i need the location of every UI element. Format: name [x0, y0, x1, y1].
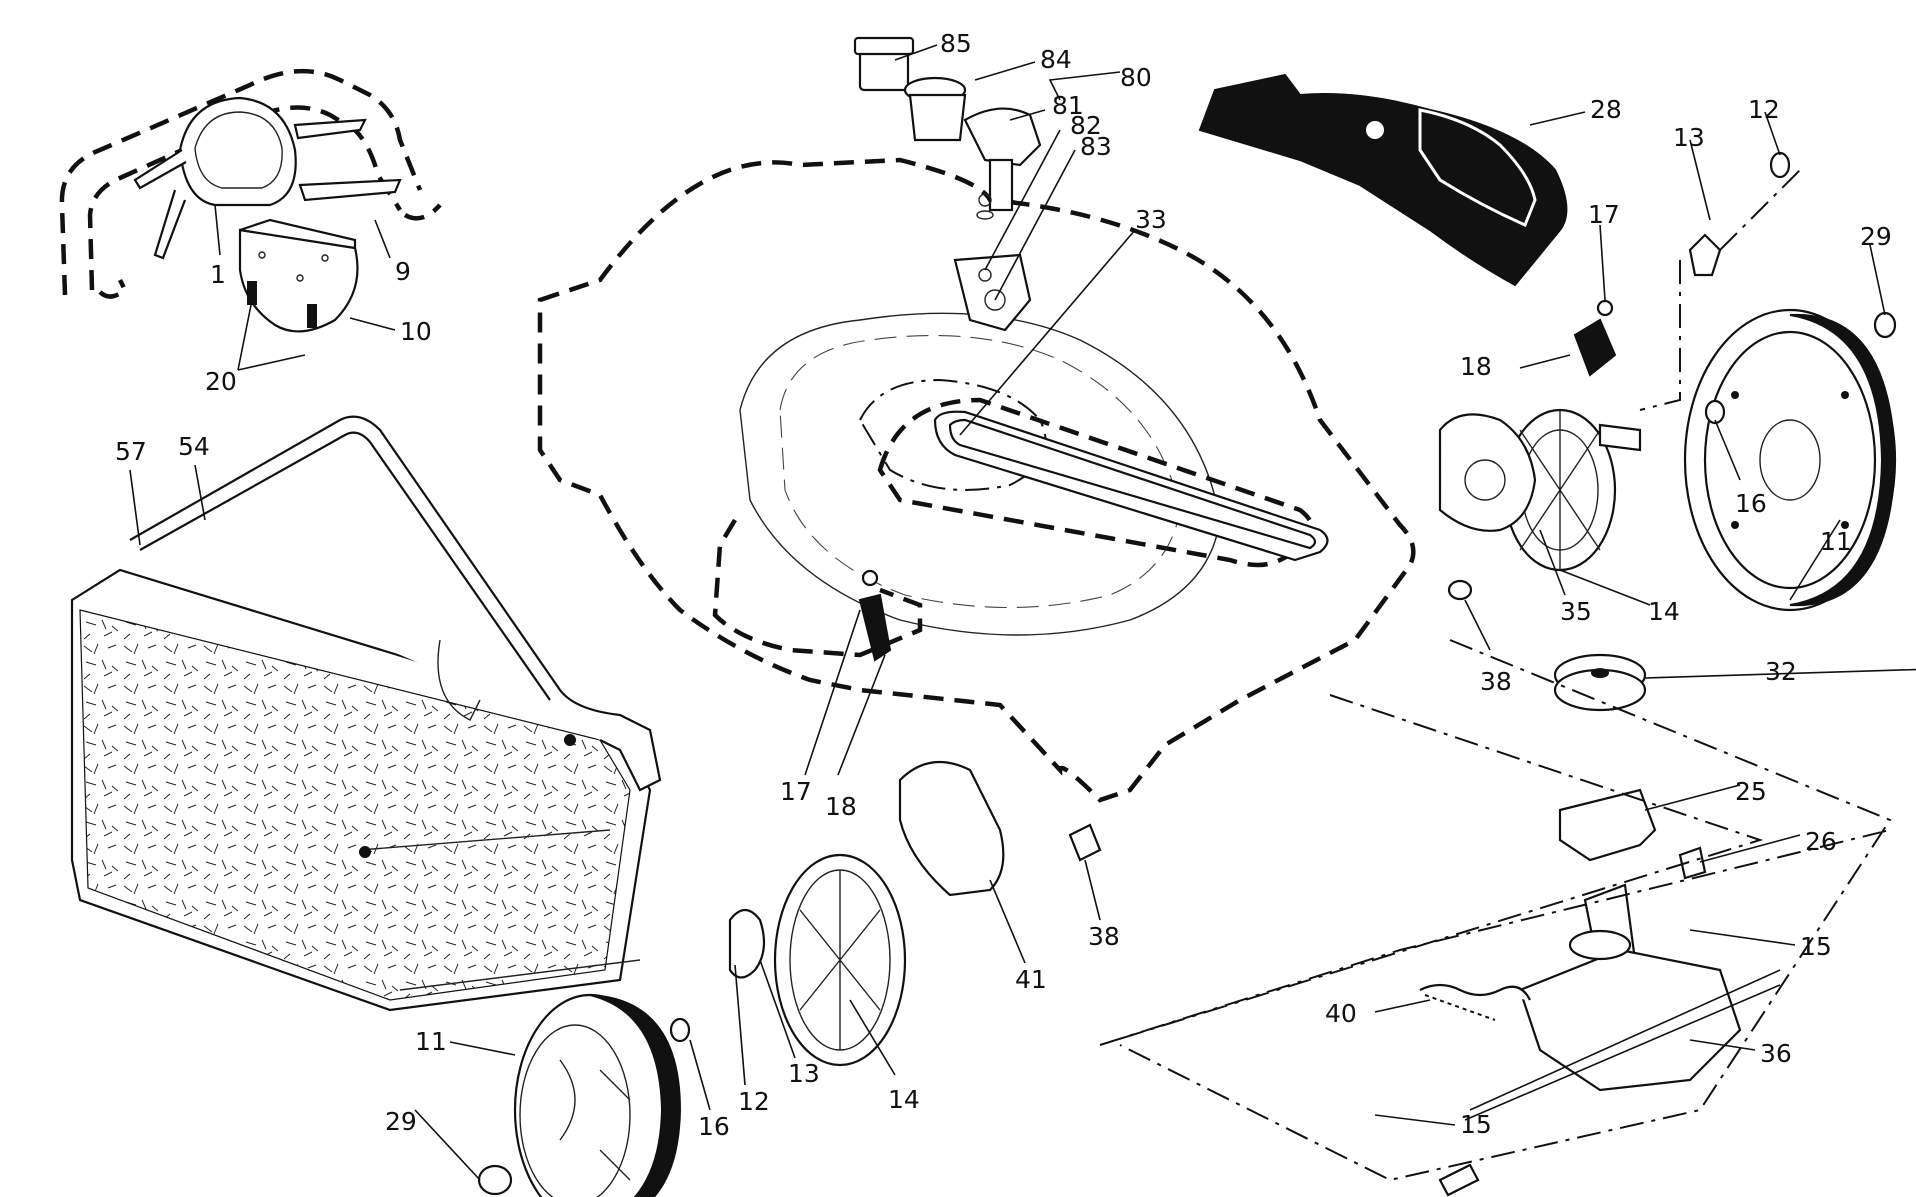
- label-16-right: 16: [1735, 489, 1767, 518]
- label-17-right: 17: [1588, 200, 1620, 229]
- label-15-left: 15: [1460, 1110, 1492, 1139]
- label-35: 35: [1560, 597, 1592, 626]
- label-33: 33: [1135, 205, 1167, 234]
- label-14-left: 14: [888, 1085, 920, 1114]
- label-85: 85: [940, 29, 972, 58]
- label-17-left: 17: [780, 777, 812, 806]
- label-18-right: 18: [1460, 352, 1492, 381]
- blade: [1198, 73, 1568, 287]
- label-20: 20: [205, 367, 237, 396]
- label-15-right: 15: [1800, 932, 1832, 961]
- label-26: 26: [1805, 827, 1837, 856]
- label-25: 25: [1735, 777, 1767, 806]
- label-14-right: 14: [1648, 597, 1680, 626]
- transmission-assembly: [1099, 639, 1892, 1197]
- label-84: 84: [1040, 45, 1072, 74]
- label-12-right: 12: [1748, 95, 1780, 124]
- label-16-left: 16: [698, 1112, 730, 1141]
- label-9: 9: [395, 257, 411, 286]
- grass-catcher: [70, 415, 662, 1012]
- handle-assembly: [59, 68, 442, 333]
- label-13-right: 13: [1673, 123, 1705, 152]
- mower-deck: [537, 157, 1416, 803]
- front-wheel-assembly: [477, 569, 1102, 1197]
- label-81: 81: [1052, 91, 1084, 120]
- label-38-right: 38: [1480, 667, 1512, 696]
- label-32: 32: [1765, 657, 1797, 686]
- label-10: 10: [400, 317, 432, 346]
- label-13-left: 13: [788, 1059, 820, 1088]
- blade-hardware: [853, 36, 1042, 220]
- label-38-left: 38: [1088, 922, 1120, 951]
- leader-lines: [129, 44, 1916, 1181]
- label-11-left: 11: [415, 1027, 447, 1056]
- label-12-left: 12: [738, 1087, 770, 1116]
- label-18-left: 18: [825, 792, 857, 821]
- label-1: 1: [210, 260, 226, 289]
- label-11-right: 11: [1820, 527, 1852, 556]
- label-29-right: 29: [1860, 222, 1892, 251]
- label-82: 82: [1070, 111, 1102, 140]
- label-41: 41: [1015, 965, 1047, 994]
- label-80: 80: [1120, 63, 1152, 92]
- label-57: 57: [115, 437, 147, 466]
- part-labels: 85 84 80 81 82 83 28 12 13 29 17 33 1 9 …: [115, 29, 1892, 1141]
- label-40: 40: [1325, 999, 1357, 1028]
- label-36: 36: [1760, 1039, 1792, 1068]
- label-28: 28: [1590, 95, 1622, 124]
- label-54: 54: [178, 432, 210, 461]
- label-29-left: 29: [385, 1107, 417, 1136]
- rear-drive-assembly: [1438, 151, 1897, 612]
- label-83: 83: [1080, 132, 1112, 161]
